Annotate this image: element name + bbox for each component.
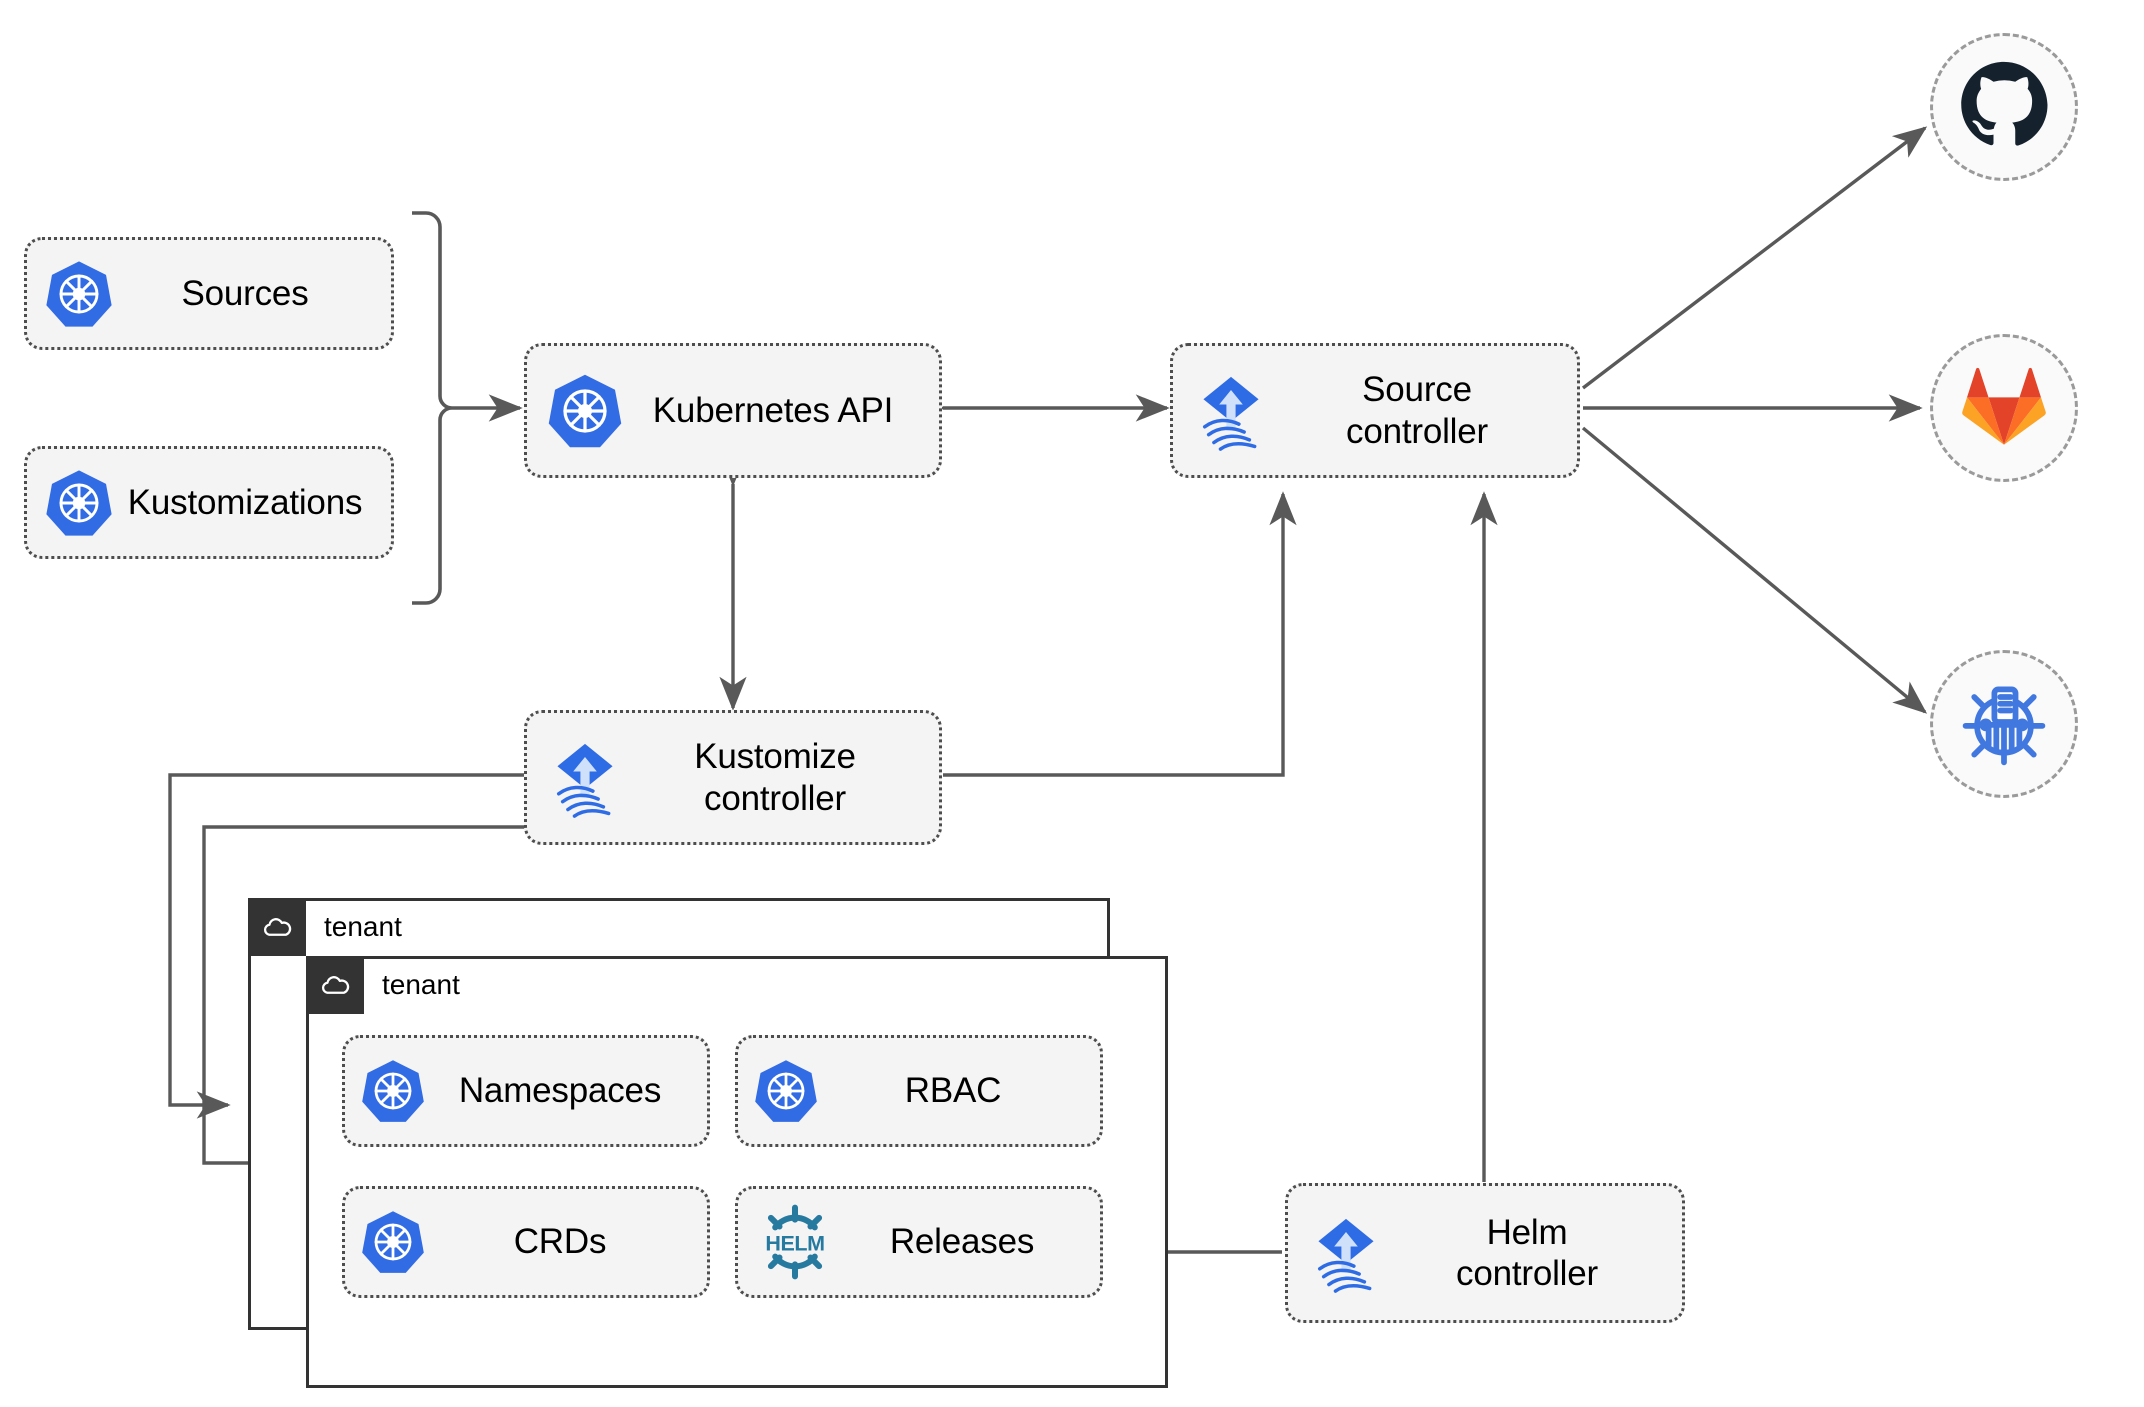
- node-label: RBAC: [904, 1071, 1002, 1111]
- gitlab-icon: [1961, 363, 2047, 454]
- cloud-icon: [306, 956, 364, 1014]
- node-rbac[interactable]: RBAC: [735, 1035, 1103, 1147]
- node-kustomizations[interactable]: Kustomizations: [24, 446, 394, 559]
- github-icon: [1959, 60, 2049, 155]
- kubernetes-icon: [43, 467, 115, 539]
- edge-kustomize-tenant-1: [168, 773, 525, 1119]
- cloud-icon: [248, 898, 306, 956]
- flux-icon: [1304, 1211, 1388, 1295]
- kubernetes-icon: [359, 1057, 427, 1125]
- tenant-label: tenant: [324, 911, 402, 942]
- endpoint-helm-repository[interactable]: [1930, 650, 2078, 798]
- node-label: Namespaces: [458, 1071, 662, 1111]
- node-label: Kustomizations: [127, 482, 363, 522]
- node-namespaces[interactable]: Namespaces: [342, 1035, 710, 1147]
- node-kubernetes-api[interactable]: Kubernetes API: [524, 343, 942, 478]
- kubernetes-icon: [43, 258, 115, 330]
- node-label: Releases: [889, 1222, 1035, 1262]
- helm-repository-icon: [1956, 674, 2052, 775]
- tenant-frame-inner[interactable]: tenant: [306, 956, 1168, 1388]
- tenant-header: tenant: [306, 956, 460, 1014]
- node-kustomize-controller[interactable]: Kustomize controller: [524, 710, 942, 845]
- kubernetes-icon: [359, 1208, 427, 1276]
- flux-icon: [1189, 369, 1273, 453]
- helm-icon: HELM: [752, 1199, 838, 1285]
- tenant-header: tenant: [248, 898, 402, 956]
- kubernetes-icon: [545, 371, 625, 451]
- group-brace: [412, 211, 453, 605]
- flux-icon: [543, 736, 627, 820]
- node-crds[interactable]: CRDs: [342, 1186, 710, 1298]
- edge-source-github: [1581, 126, 1928, 390]
- endpoint-github[interactable]: [1930, 33, 2078, 181]
- node-source-controller[interactable]: Source controller: [1170, 343, 1580, 478]
- node-helm-controller[interactable]: Helm controller: [1285, 1183, 1685, 1323]
- edge-kustomize-source: [943, 491, 1297, 777]
- node-label: Source controller: [1346, 370, 1488, 451]
- node-label: Helm controller: [1456, 1212, 1598, 1293]
- node-label: CRDs: [513, 1222, 607, 1262]
- kubernetes-icon: [752, 1057, 820, 1125]
- node-sources[interactable]: Sources: [24, 237, 394, 350]
- edge-source-helmrepo: [1581, 426, 1928, 714]
- node-label: Sources: [181, 273, 309, 313]
- tenant-label: tenant: [382, 969, 460, 1000]
- node-label: Kubernetes API: [652, 390, 894, 430]
- svg-text:HELM: HELM: [765, 1232, 824, 1256]
- node-label: Kustomize controller: [694, 737, 856, 818]
- node-releases[interactable]: HELM Releases: [735, 1186, 1103, 1298]
- endpoint-gitlab[interactable]: [1930, 334, 2078, 482]
